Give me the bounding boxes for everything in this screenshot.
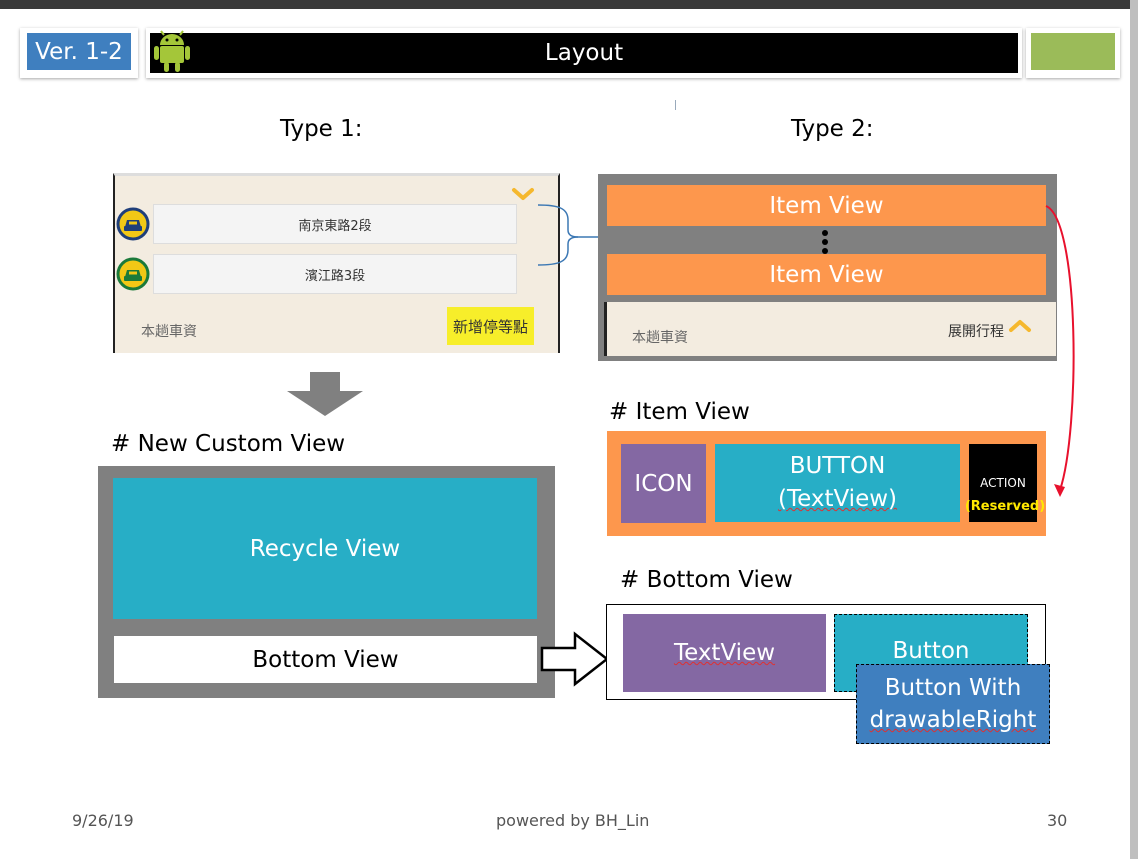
button-box-label: Button	[892, 638, 970, 664]
ellipsis-icon	[822, 230, 828, 254]
footer-date: 9/26/19	[72, 811, 134, 830]
action-box	[969, 444, 1037, 522]
textview-box: TextView	[623, 614, 826, 692]
android-robot-icon	[154, 30, 190, 72]
icon-box: ICON	[621, 444, 706, 523]
footer-credit: powered by BH_Lin	[496, 811, 650, 830]
accent-block	[1031, 33, 1115, 70]
window-top-edge	[0, 0, 1138, 9]
drawable-label-line2: drawableRight	[869, 707, 1037, 733]
chevron-down-icon[interactable]	[511, 186, 535, 202]
custom-view-heading: # New Custom View	[111, 431, 346, 457]
drawable-label-line1: Button With	[884, 674, 1022, 701]
reserved-label: (Reserved)	[964, 499, 1046, 514]
address-row-2[interactable]: 濱江路3段	[153, 254, 517, 294]
fare-label: 本趟車資	[141, 324, 197, 340]
item-view-heading: # Item View	[609, 399, 750, 425]
taxi-icon	[116, 257, 150, 291]
button-label: BUTTON	[789, 452, 886, 479]
drawable-right-box: Button With drawableRight	[856, 664, 1050, 744]
type2-heading: Type 2:	[791, 116, 874, 142]
type2-bottom-bar	[604, 302, 1056, 356]
taxi-icon	[116, 207, 150, 241]
tick-mark	[675, 100, 676, 110]
add-stop-button[interactable]: 新增停等點	[447, 307, 534, 345]
bracket-connector	[537, 204, 600, 266]
bottom-view-box: Bottom View	[114, 636, 537, 683]
button-textview-box: BUTTON (TextView)	[715, 444, 960, 522]
expand-label[interactable]: 展開行程	[948, 324, 1004, 340]
textview-label: (TextView)	[777, 486, 898, 512]
window-right-edge	[1130, 0, 1138, 859]
recycle-view: Recycle View	[113, 478, 537, 619]
address-row-1[interactable]: 南京東路2段	[153, 204, 517, 244]
action-label: ACTION	[980, 476, 1026, 490]
version-badge: Ver. 1-2	[27, 33, 131, 70]
type1-heading: Type 1:	[280, 116, 363, 142]
outline-right-arrow	[540, 631, 610, 687]
item-view-1: Item View	[607, 185, 1046, 226]
type2-fare-label: 本趟車資	[632, 330, 688, 346]
slide-title: Layout	[150, 33, 1018, 73]
chevron-up-icon[interactable]	[1008, 318, 1032, 334]
down-arrow	[287, 372, 363, 416]
page-number: 30	[1047, 811, 1068, 830]
bottom-view-heading: # Bottom View	[620, 567, 793, 593]
item-view-2: Item View	[607, 254, 1046, 295]
red-curved-arrow	[1045, 205, 1075, 497]
